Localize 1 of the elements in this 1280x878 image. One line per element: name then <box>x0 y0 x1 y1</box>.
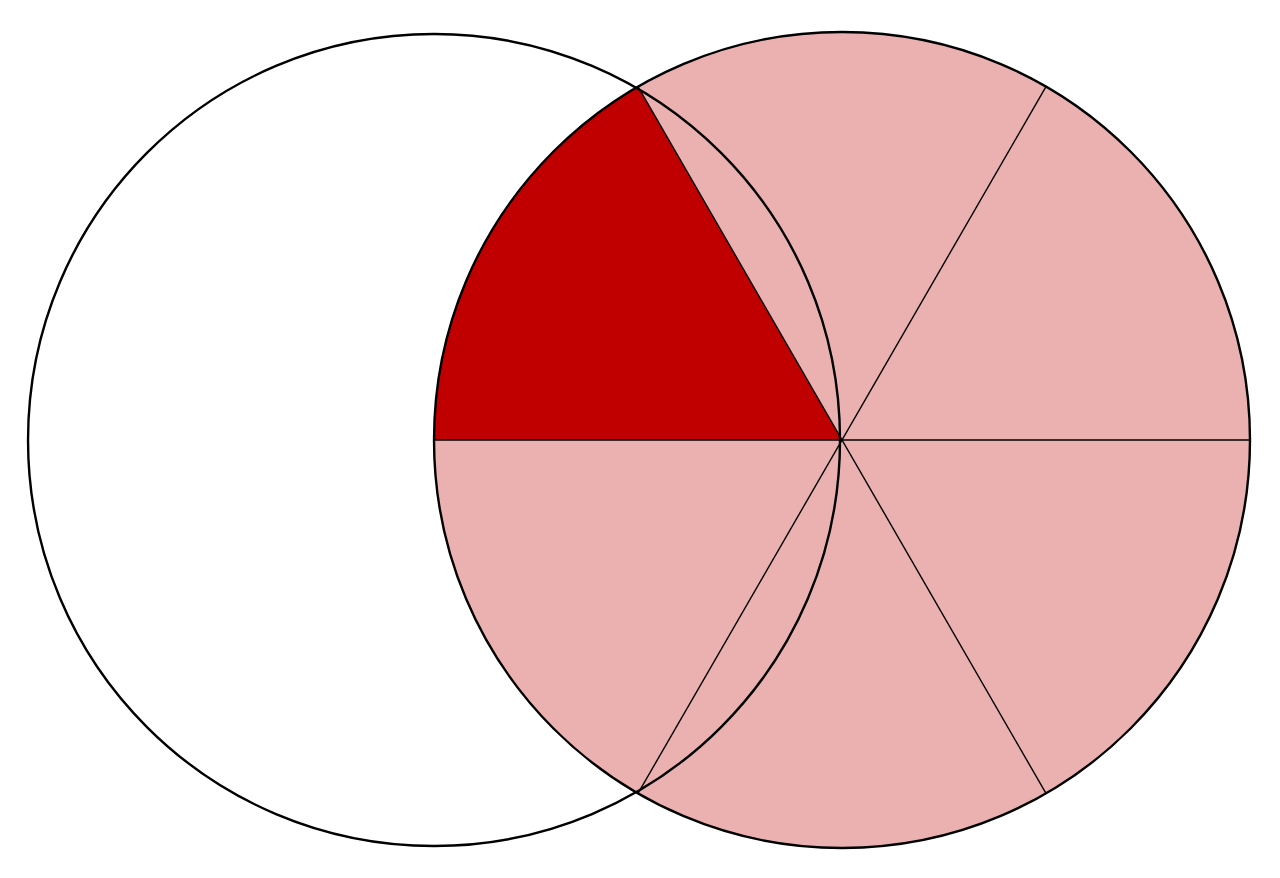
circle-outline <box>26 32 842 848</box>
